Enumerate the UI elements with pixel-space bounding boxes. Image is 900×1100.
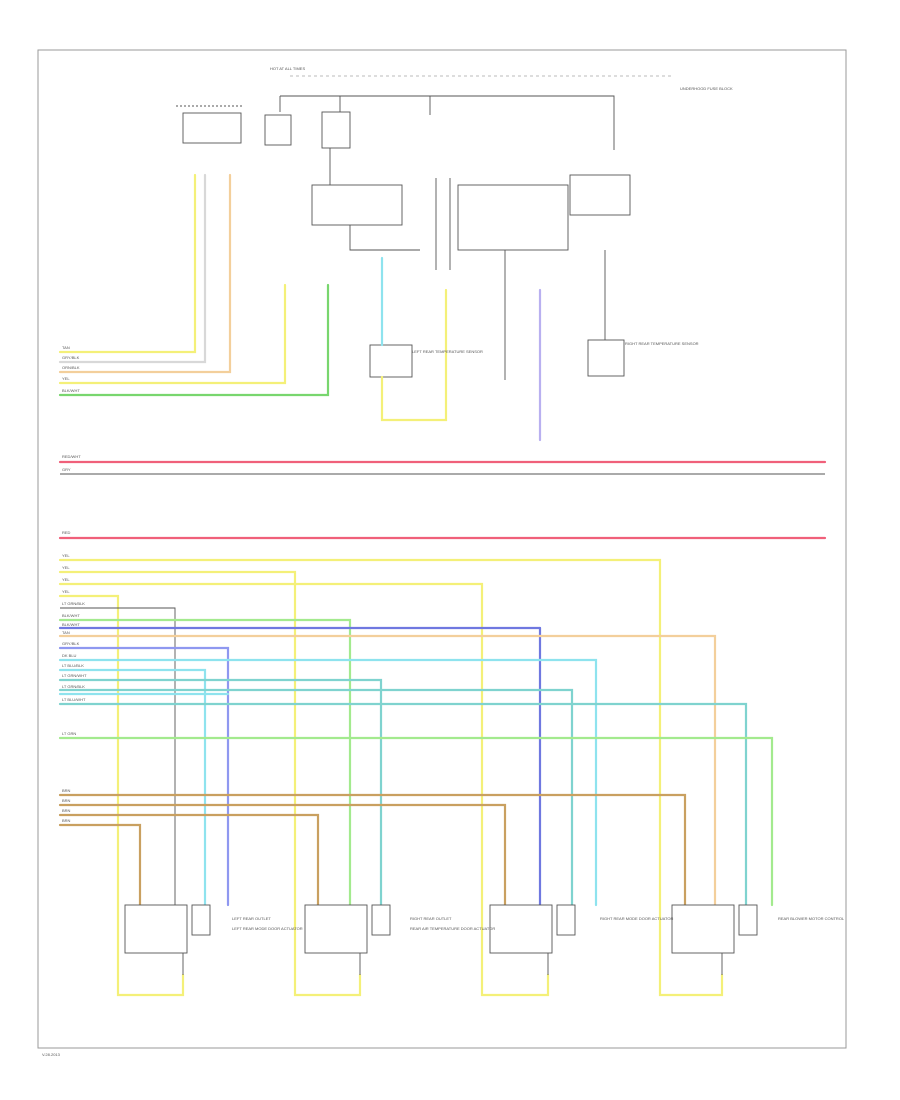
wire-green-1: [58, 283, 330, 397]
wire-tan-b1: [58, 634, 717, 907]
wire-yellow-1: [58, 283, 287, 385]
top-wire-label-2: GRY/BLK: [62, 355, 80, 360]
underhood-fuse-label: UNDERHOOD FUSE BLOCK: [680, 86, 733, 91]
component-label-8: REAR BLOWER MOTOR CONTROL: [778, 916, 845, 921]
bottom-wire-label-10: DK BLU: [62, 653, 77, 658]
wire-grey-1: [58, 173, 207, 364]
wire-teal-b3: [58, 702, 748, 907]
relay-module-3: [569, 174, 631, 216]
bottom-wire-label-5: LT GRN/BLK: [62, 601, 85, 606]
bottom-wire-label-3: YEL: [62, 577, 70, 582]
bottom-wire-label-17: BRN: [62, 798, 71, 803]
bottom-wire-label-13: LT GRN/BLK: [62, 684, 85, 689]
component-label-1: LEFT REAR OUTLET: [232, 916, 271, 921]
bottom-wire-label-7: BLK/WHT: [62, 622, 80, 627]
component-label-3: LEFT REAR TEMPERATURE SENSOR: [412, 349, 483, 354]
component-label-5: LEFT REAR MODE DOOR ACTUATOR: [232, 926, 303, 931]
component-label-7: REAR AIR TEMPERATURE DOOR ACTUATOR: [410, 926, 495, 931]
diagram-frame: [37, 49, 847, 1049]
bottom-wire-label-4: YEL: [62, 589, 70, 594]
wire-tan-1: [58, 173, 197, 354]
bottom-wire-label-red: RED: [62, 530, 71, 535]
wire-cyan-b1: [58, 658, 598, 907]
hot-at-all-times-label: HOT AT ALL TIMES: [270, 66, 305, 71]
wire-yellow-b3: [58, 582, 550, 997]
wire-brown-b3: [58, 813, 320, 907]
top-wire-label-4: YEL: [62, 376, 70, 381]
bottom-wire-label-9: GRY/BLK: [62, 641, 80, 646]
bottom-wire-label-8: TAN: [62, 630, 70, 635]
component-label-6: RIGHT REAR MODE DOOR ACTUATOR: [600, 916, 673, 921]
actuator-module-3: [489, 904, 576, 975]
bottom-wire-label-12: LT GRN/WHT: [62, 673, 87, 678]
bottom-wire-label-14: LT BLU/WHT: [62, 697, 86, 702]
right-rear-sensor-block: [587, 339, 625, 377]
component-label-4: RIGHT REAR TEMPERATURE SENSOR: [625, 341, 699, 346]
bottom-wire-label-11: LT BLU/BLK: [62, 663, 84, 668]
fuse-box-2: [321, 111, 351, 149]
footer-code: V.28.2013: [42, 1052, 61, 1057]
fuse-box-1: [264, 114, 292, 146]
bottom-wire-label-15: LT GRN: [62, 731, 76, 736]
top-wire-label-5: BLK/WHT: [62, 388, 80, 393]
wire-yellow-b2: [58, 570, 362, 997]
top-wires: [58, 173, 606, 442]
wire-orange-1: [58, 173, 232, 374]
component-label-2: RIGHT REAR OUTLET: [410, 916, 452, 921]
mid-wire-label-1: RED/WHT: [62, 454, 81, 459]
actuator-module-2: [304, 904, 391, 975]
bottom-wire-label-19: BRN: [62, 818, 71, 823]
wire-cyan-b2: [58, 668, 207, 907]
wire-brown-b4: [58, 823, 142, 907]
relay-module-2: [457, 184, 569, 251]
top-wire-label-1: TAN: [62, 345, 70, 350]
wire-teal-b1: [58, 678, 383, 907]
wire-yellow-b4: [58, 594, 185, 997]
wire-yellow-2: [380, 288, 448, 422]
relay-module-1: [311, 184, 403, 226]
wire-yellow-b1: [58, 558, 724, 997]
relay-module-1-wire: [349, 225, 420, 251]
top-left-connector: [182, 112, 242, 144]
wire-brown-b1: [58, 793, 687, 907]
bottom-wire-label-6: BLK/WHT: [62, 613, 80, 618]
top-wire-label-3: ORN/BLK: [62, 365, 80, 370]
wire-lgreen-b2: [58, 736, 774, 907]
bottom-wires: [58, 558, 774, 997]
bottom-wire-label-2: YEL: [62, 565, 70, 570]
wire-teal-b2: [58, 688, 574, 907]
top-bus-wire: [280, 95, 615, 150]
left-rear-sensor-block: [369, 344, 413, 378]
wire-lgreen-b1: [58, 618, 352, 907]
bottom-wire-label-16: BRN: [62, 788, 71, 793]
actuator-module-4: [671, 904, 758, 975]
actuator-module-1: [124, 904, 211, 975]
mid-wire-label-2: GRY: [62, 467, 71, 472]
bottom-wire-label-18: BRN: [62, 808, 71, 813]
bottom-wire-label-1: YEL: [62, 553, 70, 558]
wire-blue-b2: [58, 646, 230, 907]
wire-brown-b2: [58, 803, 507, 907]
